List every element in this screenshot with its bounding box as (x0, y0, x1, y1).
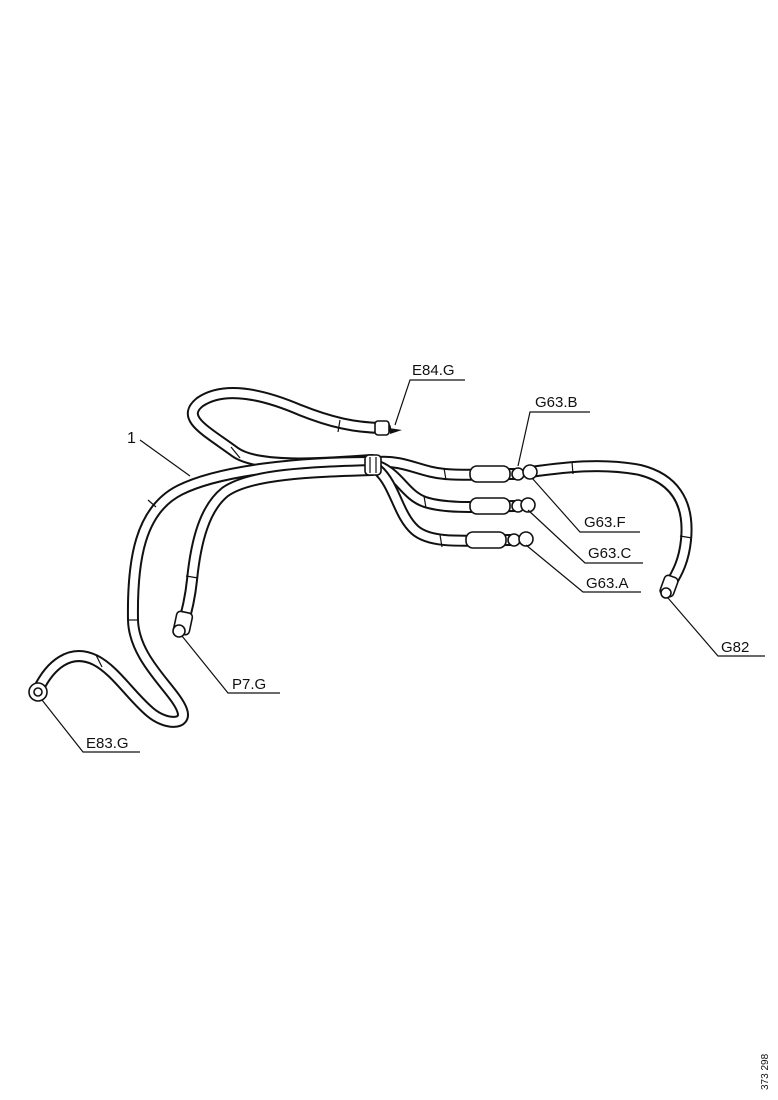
fitting-e84g (374, 420, 402, 436)
document-id: 373 298 (760, 1053, 771, 1090)
label-g63f: G63.F (584, 514, 626, 531)
fitting-e83g (28, 682, 48, 702)
label-e84g: E84.G (412, 362, 455, 379)
label-p7g: P7.G (232, 676, 266, 693)
fitting-g82 (659, 574, 679, 599)
branch-junction (364, 454, 382, 476)
fitting-g63a (465, 531, 534, 549)
leader-lines (41, 379, 765, 753)
label-g82: G82 (721, 639, 749, 656)
label-g63b: G63.B (535, 394, 578, 411)
fitting-g63f (469, 497, 536, 515)
label-g63c: G63.C (588, 545, 632, 562)
item-number-1: 1 (127, 430, 136, 447)
hose-bundle (32, 387, 693, 728)
label-g63a: G63.A (586, 575, 629, 592)
hose-band-marks (95, 419, 693, 668)
fitting-p7g (172, 610, 194, 638)
fitting-g63b (469, 464, 538, 483)
label-e83g: E83.G (86, 735, 129, 752)
